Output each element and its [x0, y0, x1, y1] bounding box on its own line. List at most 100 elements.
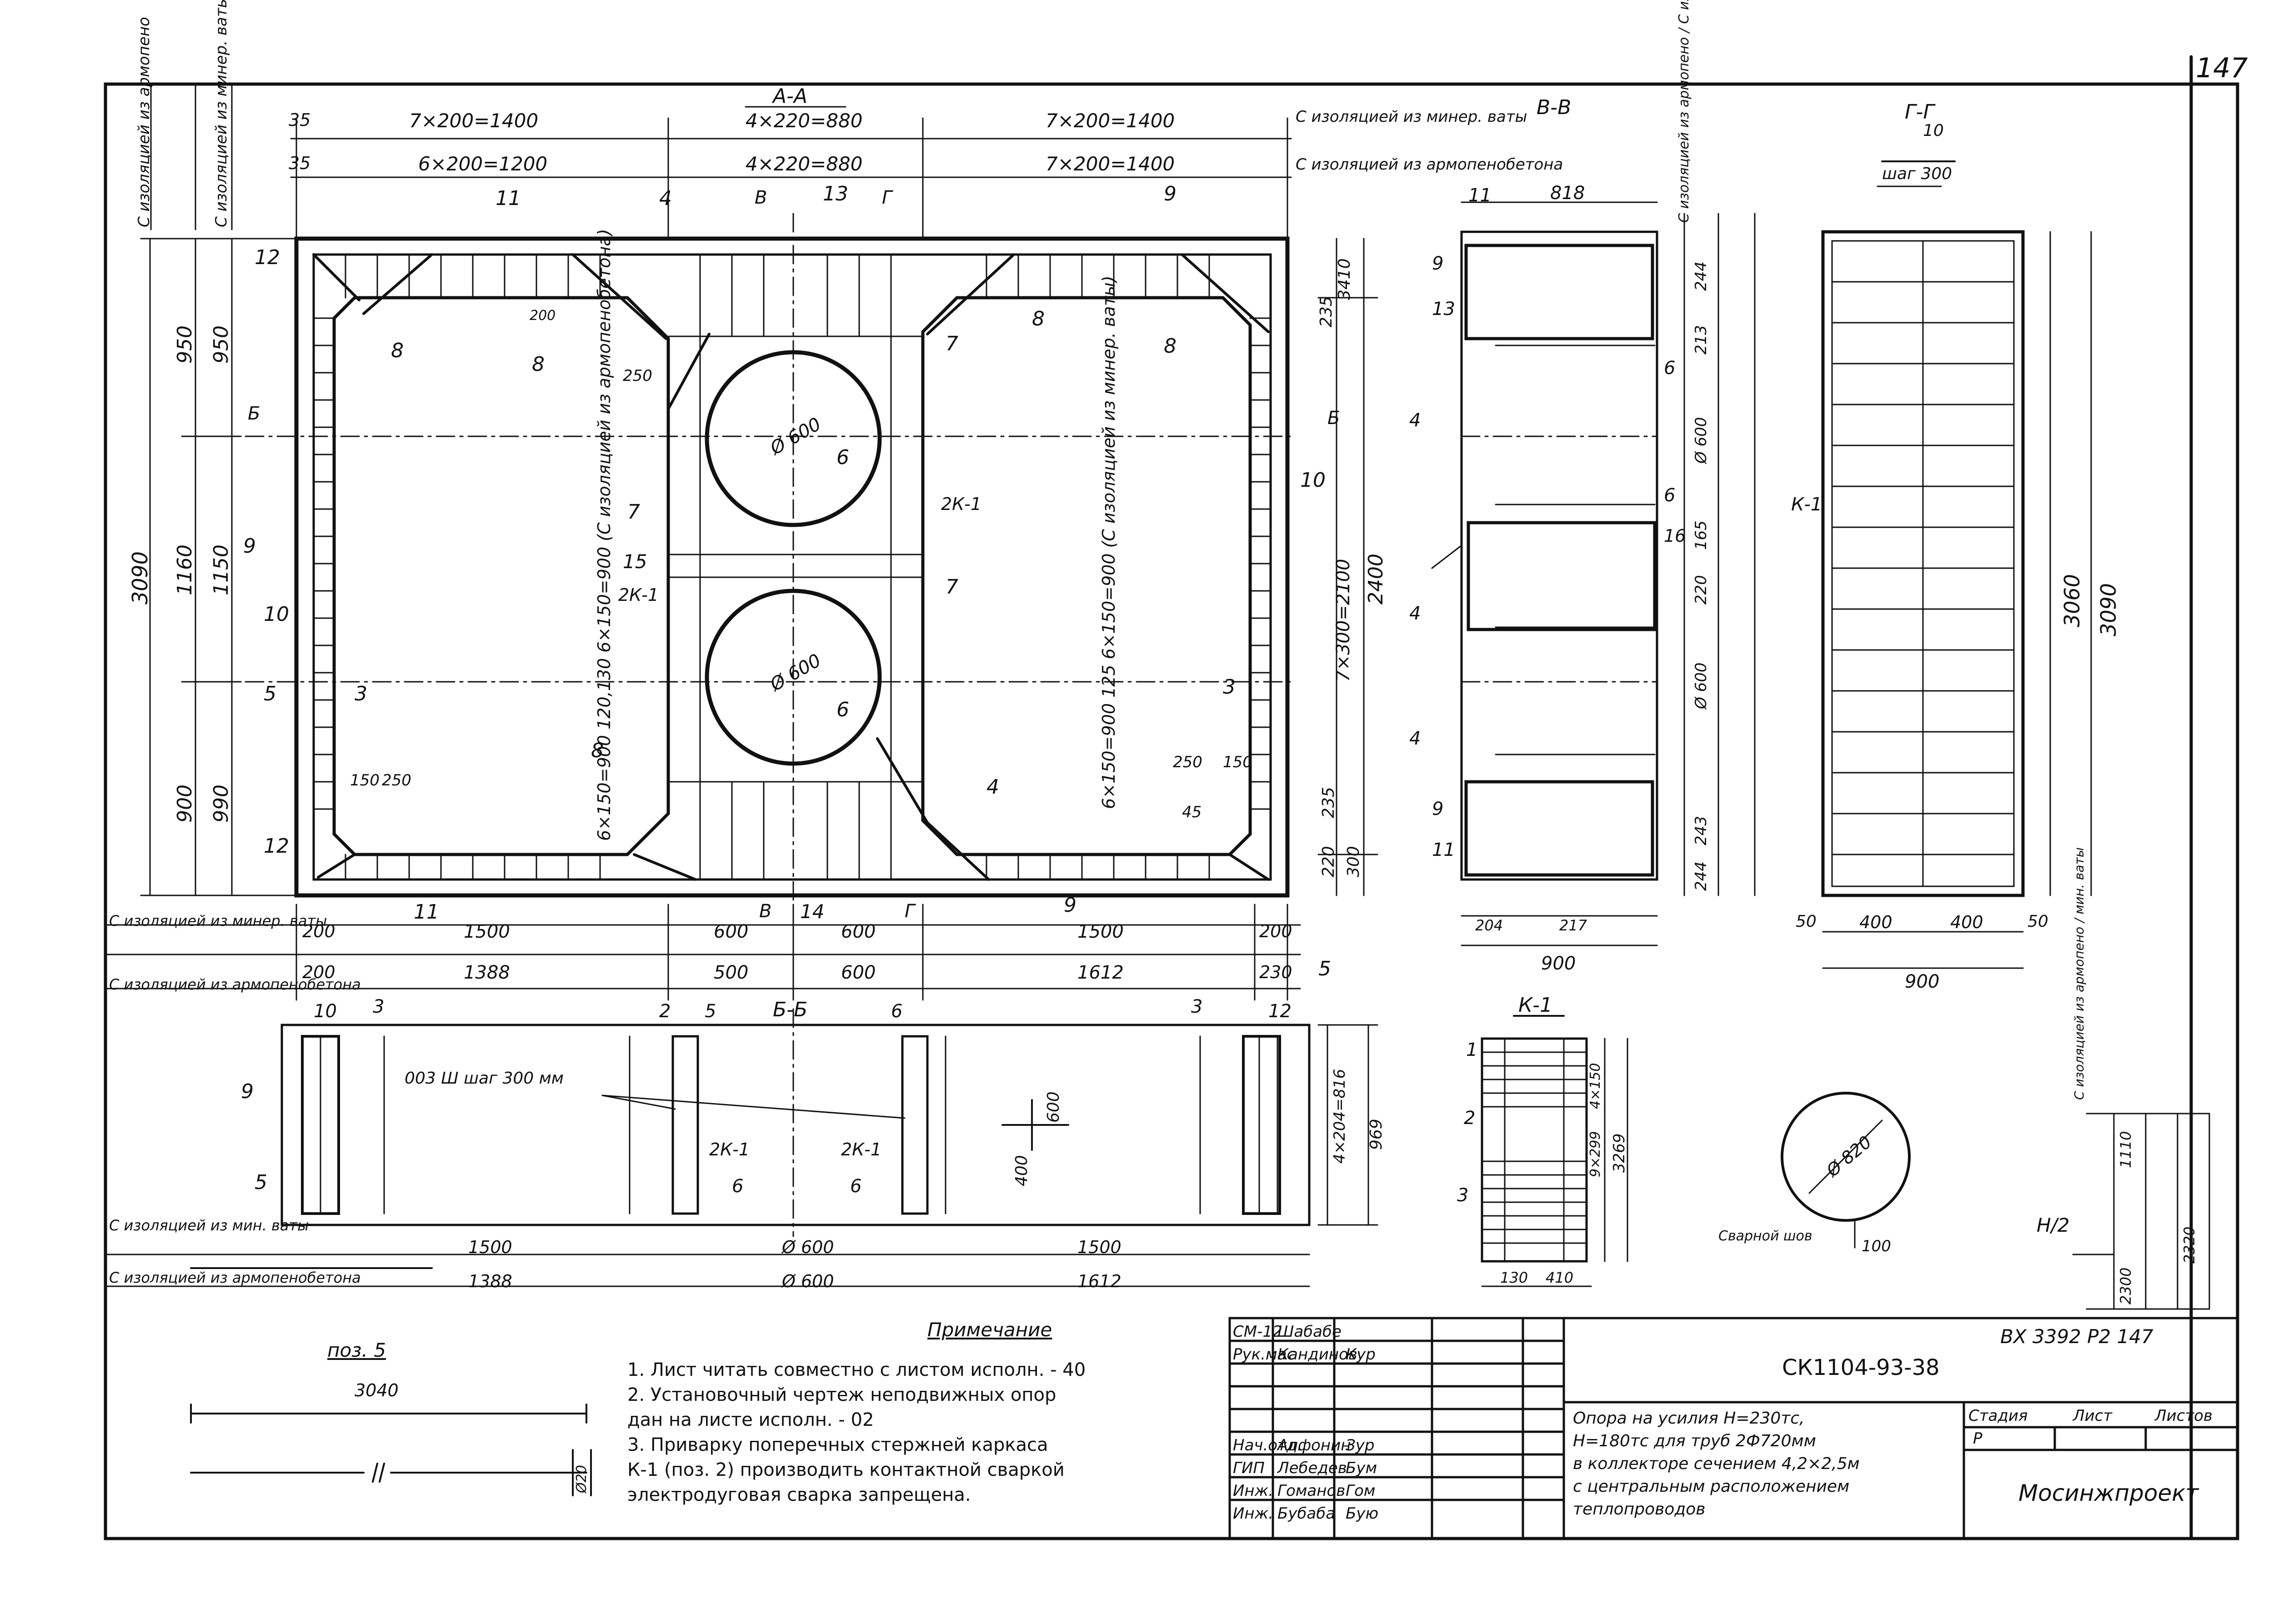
bb-pos-3-left: 3 [373, 996, 385, 1017]
bottom-row1-600-r: 600 [841, 921, 876, 942]
bottom-row2-500: 500 [714, 962, 749, 983]
k1-detail [1481, 1015, 1628, 1287]
side-dim-600-bottom: Ø 600 [1692, 662, 1710, 709]
side-bottom-total: 900 [1541, 953, 1576, 974]
drawing-code: СК1104-93-38 [1782, 1355, 1940, 1380]
side-pos-4-b: 4 [1409, 603, 1421, 624]
gg-dim-3090: 3090 [2096, 583, 2121, 636]
title-block [1228, 1317, 2239, 1540]
tb-desc-3: в коллекторе сечением 4,2×2,5м [1573, 1454, 1860, 1473]
section-mark-v-top: В [755, 187, 767, 208]
inner-dim-250: 250 [623, 367, 652, 385]
notes-line-5: К-1 (поз. 2) производить контактной свар… [627, 1459, 1065, 1480]
pos-label-2k1-b: 2К-1 [618, 585, 659, 605]
pos-label-9-bottom: 9 [1064, 894, 1076, 917]
left-dim-c1-c: 900 [173, 785, 196, 823]
bb-pos-3-right: 3 [1191, 996, 1203, 1017]
bottom-row1-600-l: 600 [714, 921, 749, 942]
side-view-title: В-В [1537, 96, 1572, 119]
bb-b2-1388: 1388 [468, 1271, 512, 1291]
weld-note: Сварной шов [1718, 1228, 1812, 1244]
side-top-dim: 818 [1550, 183, 1585, 204]
bb-b1-1500-r: 1500 [1077, 1237, 1121, 1257]
bb-b2-1612: 1612 [1077, 1271, 1121, 1291]
notes-line-4: 3. Приварку поперечных стержней каркаса [627, 1434, 1048, 1455]
gg-top-note: шаг 300 [1882, 165, 1953, 183]
gg-top-dim: 10 [1923, 121, 1944, 140]
tb-sheet-label: Лист [2073, 1407, 2113, 1425]
bb-bottom-row2-note: С изоляцией из армопенобетона [109, 1269, 361, 1286]
k1-pos-3: 3 [1457, 1185, 1469, 1206]
tb-sheets-label: Листов [2155, 1407, 2213, 1425]
bottom-row2-note: С изоляцией из армопенобетона [109, 976, 361, 993]
bottom-row2-1612: 1612 [1077, 962, 1124, 983]
pos-label-4-top: 4 [659, 187, 672, 210]
bb-dim-4x204: 4×204=816 [1331, 1069, 1349, 1164]
left-dimension-lines [105, 83, 297, 896]
h2-dim-1110: 1110 [2117, 1131, 2134, 1168]
main-section-label: А-А [773, 85, 808, 108]
top-dim-row2-left: 35 [289, 153, 311, 173]
top-dim-row1-note: С изоляцией из минер. ваты [1296, 108, 1527, 126]
main-right-300: 300 [1344, 846, 1363, 877]
bb-pos-5-top: 5 [705, 1001, 716, 1022]
pos-label-12-top: 12 [255, 246, 280, 269]
bb-section-title: Б-Б [773, 998, 808, 1021]
pos5-detail [190, 1267, 592, 1496]
pos-label-10-b: 10 [264, 603, 289, 626]
h2-dim-2320: 2320 [2181, 1226, 2198, 1264]
section-mark-g-bottom: Г [905, 901, 915, 922]
bb-pos-2k1-left: 2К-1 [709, 1139, 750, 1159]
left-dim-header-2: С изоляцией из минер. ваты [212, 0, 230, 227]
tb-org: Мосинжпроект [2018, 1480, 2199, 1506]
h2-dim-2300: 2300 [2117, 1267, 2134, 1304]
bb-b2-600: Ø 600 [782, 1271, 834, 1291]
side-dim-213: 213 [1692, 325, 1710, 355]
side-header-right: С изоляцией из армопено / С изоляцией из… [1676, 0, 1692, 223]
left-dim-total: 3090 [128, 551, 152, 605]
pos-label-13: 13 [823, 182, 848, 205]
pos-label-7-a: 7 [946, 332, 958, 355]
side-pos-13: 13 [1432, 299, 1455, 320]
top-dim-row1-left: 35 [289, 110, 311, 130]
notes-title: Примечание [927, 1319, 1052, 1341]
tb-r3-c0: Нач.отд. [1233, 1436, 1302, 1454]
tb-r4-c1: Лебедев [1277, 1459, 1347, 1477]
bb-pos-6-top: 6 [891, 1001, 903, 1022]
tb-desc-1: Опора на усилия H=230тс, [1573, 1409, 1805, 1428]
bottom-row1-200-r: 200 [1259, 921, 1292, 941]
side-pos-4-c: 4 [1409, 728, 1421, 749]
k1-title: К-1 [1518, 994, 1553, 1017]
tb-desc-2: H=180тс для труб 2Ф720мм [1573, 1432, 1816, 1450]
bottom-row2-200-l: 200 [302, 962, 335, 982]
main-right-inner-note: 6×150=900 125 6×150=900 (С изоляцией из … [1099, 275, 1119, 809]
bb-b1-600: Ø 600 [782, 1237, 834, 1257]
bottom-dims-main [105, 904, 1301, 1001]
section-mark-v-bottom: В [759, 901, 772, 922]
pos-label-7-b: 7 [627, 500, 640, 524]
bb-section-view [105, 1008, 1378, 1287]
pos-label-2k1-a: 2К-1 [941, 494, 982, 514]
pos-label-15: 15 [623, 550, 647, 573]
k1-pos-2: 2 [1464, 1108, 1476, 1129]
left-dim-c2-b: 1150 [210, 545, 233, 595]
side-view [1431, 201, 1756, 946]
tb-r6-c0: Инж. [1233, 1504, 1274, 1523]
k1-dim-3269: 3269 [1610, 1133, 1628, 1173]
bottom-row2-230: 230 [1259, 962, 1292, 982]
tb-r3-c1: Алфонин [1277, 1436, 1351, 1454]
section-mark-g-top: Г [882, 187, 892, 208]
top-dim-row1-a: 7×200=1400 [409, 110, 539, 132]
bottom-row1-1500-l: 1500 [464, 921, 510, 942]
pos-label-8-c: 8 [1032, 307, 1045, 330]
bb-bottom-row1-note: С изоляцией из мин. ваты [109, 1217, 309, 1234]
bb-dim-400: 400 [1012, 1155, 1031, 1186]
left-dim-c1-a: 950 [173, 325, 196, 364]
inner-dim-45: 45 [1182, 803, 1202, 821]
side-dim-165: 165 [1692, 520, 1710, 550]
side-dim-600-top: Ø 600 [1692, 417, 1710, 464]
bottom-row2-600: 600 [841, 962, 876, 983]
section-mark-b-top: Б [248, 403, 260, 424]
notes-line-1: 1. Лист читать совместно с листом исполн… [627, 1359, 1086, 1380]
pos-label-5-left: 5 [264, 682, 276, 705]
